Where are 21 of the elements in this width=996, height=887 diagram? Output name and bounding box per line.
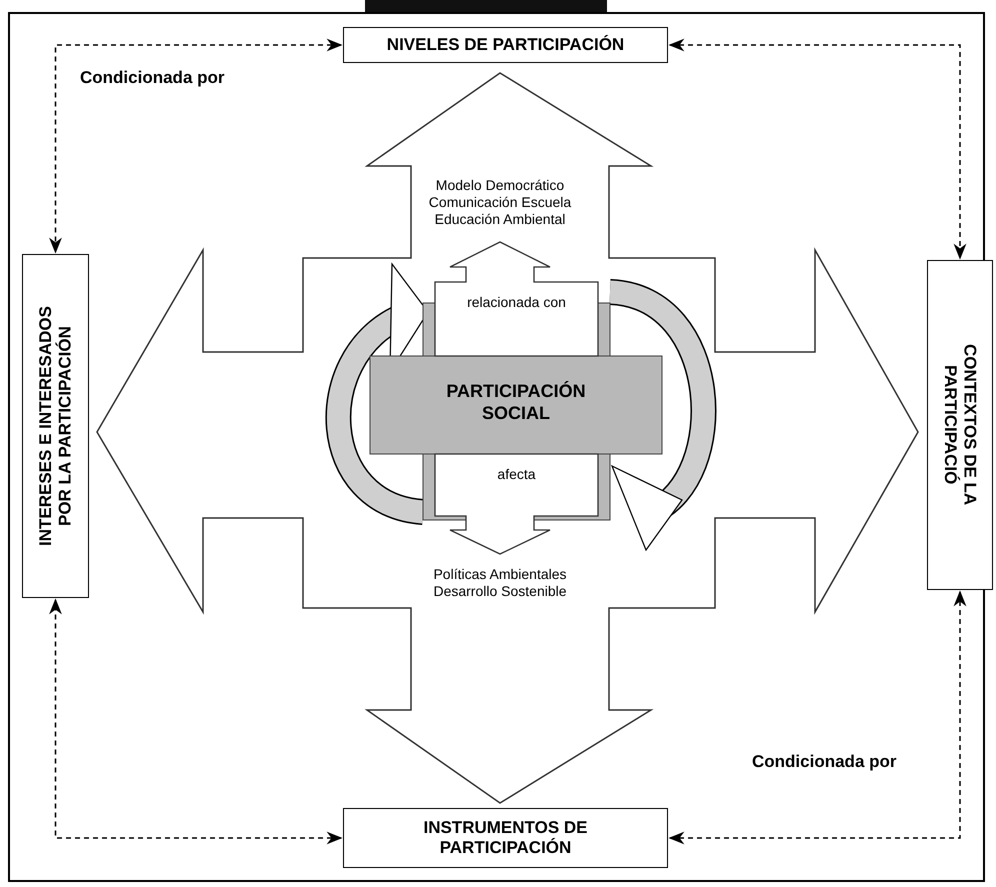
label-box	[927, 260, 993, 590]
box-title: INSTRUMENTOS DE PARTICIPACIÓN	[422, 818, 589, 858]
dashed-arrow	[49, 38, 343, 254]
dashed-arrow	[668, 590, 966, 844]
item-list: Políticas Ambientales Desarrollo Sostenible	[415, 566, 585, 600]
item-list: Modelo Democrático Comunicación Escuela Educación Ambiental	[428, 177, 572, 228]
box-text: relacionada con	[466, 294, 567, 311]
dashed-arrow	[668, 38, 966, 260]
box-title: INTERESES E INTERESADOS POR LA PARTICIPACIÓN	[36, 305, 76, 548]
label-box	[343, 808, 668, 868]
dashed-arrow	[49, 598, 343, 844]
arrow-box	[435, 454, 598, 554]
box-text: afecta	[496, 466, 537, 483]
box-title: CONTEXTOS DE LA PARTICIPACIÓ	[940, 343, 980, 508]
label-box	[22, 254, 89, 598]
box-title: NIVELES DE PARTICIPACIÓN	[386, 35, 624, 55]
annotation-text: Condicionada por	[80, 68, 224, 88]
box-title: PARTICIPACIÓN SOCIAL	[445, 381, 587, 424]
annotation-text: Condicionada por	[752, 752, 896, 772]
arrow-box	[435, 242, 598, 356]
label-box	[343, 27, 668, 63]
